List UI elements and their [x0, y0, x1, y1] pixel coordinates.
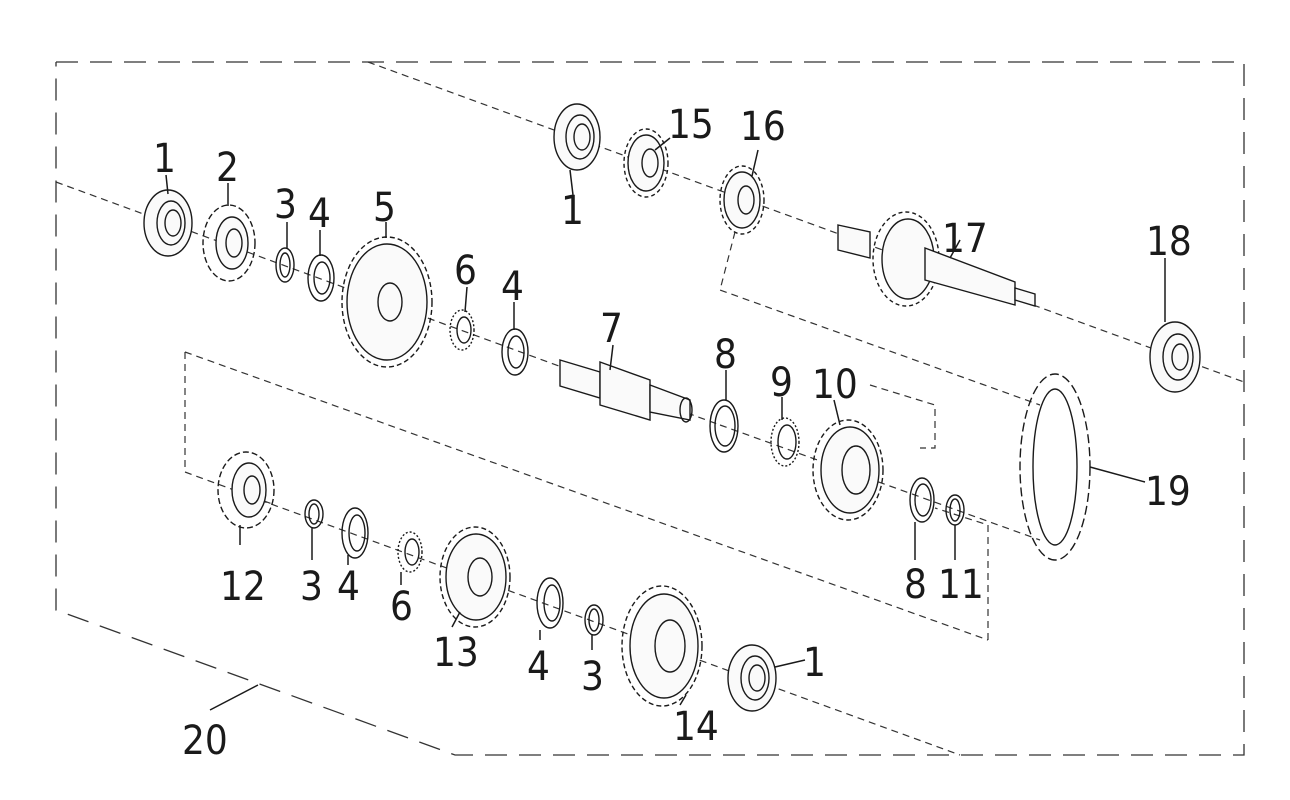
label-8-right: 8: [904, 562, 927, 608]
label-12: 12: [220, 564, 266, 610]
label-4-lower: 4: [527, 644, 550, 690]
washer-4-top: [307, 254, 335, 302]
washer-4-bottom: [341, 507, 369, 559]
bearing-bottom: [727, 644, 777, 712]
gear-5: [341, 236, 433, 368]
label-3-top: 3: [274, 182, 297, 228]
label-11: 11: [938, 562, 984, 608]
label-4-bottom: 4: [337, 564, 360, 610]
label-9: 9: [770, 360, 793, 406]
label-20: 20: [182, 718, 228, 764]
label-1-top: 1: [561, 188, 584, 234]
label-3-bottom: 3: [300, 564, 323, 610]
output-shaft-17: [837, 211, 1036, 307]
bearing-left: [143, 189, 193, 257]
gear-14: [621, 585, 703, 707]
circlip-3-top: [275, 247, 295, 283]
label-2: 2: [216, 145, 239, 191]
circlip-3-bottom: [304, 499, 324, 529]
circlip-3-lower: [584, 604, 604, 636]
callout-labels: 1 2 3 4 5 6 4 7 8 9 10 1 15 16 17 18 19 …: [153, 102, 1192, 764]
label-13: 13: [433, 630, 479, 676]
gear-15: [623, 128, 669, 198]
washer-8-top: [709, 399, 739, 453]
label-4-mid: 4: [501, 264, 524, 310]
label-4-top: 4: [308, 191, 331, 237]
circlip-11: [945, 494, 965, 526]
bearing-top: [553, 103, 601, 171]
shift-ring-12: [217, 451, 275, 529]
gear-10: [812, 419, 884, 521]
label-10: 10: [812, 362, 858, 408]
shift-ring-2: [202, 204, 256, 282]
label-19: 19: [1145, 469, 1191, 515]
needle-bearing-6-bottom: [397, 531, 423, 573]
washer-4-lower: [536, 577, 564, 629]
label-6-bottom: 6: [390, 584, 413, 630]
label-5: 5: [373, 185, 396, 231]
label-6-top: 6: [454, 248, 477, 294]
chain-19: [1019, 373, 1091, 561]
label-16: 16: [740, 104, 786, 150]
label-7: 7: [600, 306, 623, 352]
label-15: 15: [668, 102, 714, 148]
leader-lines: [165, 137, 1166, 711]
label-1-bottom: 1: [803, 640, 826, 686]
needle-bearing-6-top: [449, 309, 475, 351]
main-shaft-7: [559, 359, 693, 423]
label-3-lower: 3: [581, 654, 604, 700]
label-18: 18: [1146, 219, 1192, 265]
label-8-top: 8: [714, 332, 737, 378]
needle-cage-9: [770, 417, 800, 467]
label-1-left: 1: [153, 136, 176, 182]
label-17: 17: [942, 216, 988, 262]
gear-13: [439, 526, 511, 628]
label-14: 14: [673, 704, 719, 750]
washer-8-right: [909, 477, 935, 523]
bearing-18: [1149, 321, 1201, 393]
gear-16: [719, 165, 765, 235]
assembly-frame: [55, 61, 1245, 756]
washer-4-mid: [501, 328, 529, 376]
